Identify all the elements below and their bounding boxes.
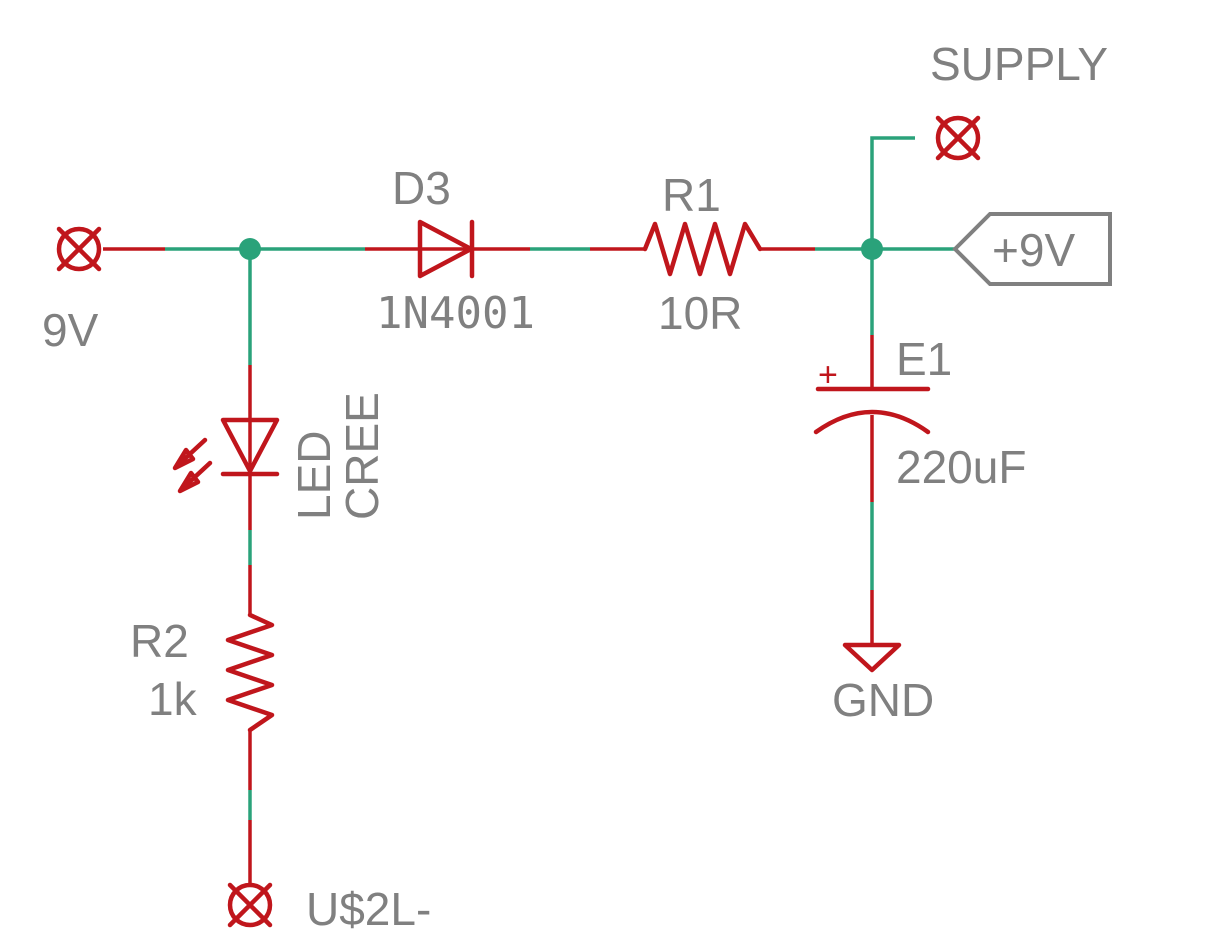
connector-led-return-label: U$2L- — [306, 883, 431, 935]
net-label-text: +9V — [992, 224, 1075, 276]
resistor-r1-value: 10R — [658, 287, 742, 339]
connector-pad-icon — [935, 115, 981, 161]
capacitor-e1: + E1 220uF — [813, 333, 1026, 502]
capacitor-polarity-mark: + — [818, 356, 838, 394]
connector-led-return: U$2L- — [227, 820, 431, 935]
resistor-zigzag-icon — [642, 221, 763, 277]
led-name: LED — [288, 431, 340, 520]
junction-dot-input — [239, 238, 261, 260]
net-label-plus-9v: +9V — [952, 212, 1112, 286]
connector-supply-label: SUPPLY — [930, 38, 1108, 90]
connector-9v: 9V — [42, 226, 165, 356]
resistor-r1: R1 10R — [590, 169, 815, 339]
diode-d3: D3 1N4001 — [365, 162, 535, 339]
connector-9v-label: 9V — [42, 304, 99, 356]
led-cree: LED CREE — [172, 365, 388, 530]
connector-supply: SUPPLY — [930, 38, 1108, 161]
wires — [165, 136, 955, 820]
ground-symbol: GND — [832, 590, 934, 726]
led-value: CREE — [336, 392, 388, 520]
diode-d3-name: D3 — [392, 162, 451, 214]
resistor-r1-name: R1 — [662, 169, 721, 221]
wire-node-to-supply — [870, 136, 915, 249]
resistor-r2-value: 1k — [148, 673, 198, 725]
led-diode-icon — [220, 417, 280, 477]
resistor-r2-name: R2 — [130, 615, 189, 667]
light-emission-arrows-icon — [172, 437, 213, 494]
capacitor-e1-name: E1 — [896, 333, 952, 385]
ground-label: GND — [832, 674, 934, 726]
resistor-r2: R2 1k — [130, 565, 275, 790]
net-label-flag-icon — [952, 212, 1112, 286]
polarized-capacitor-icon — [813, 386, 931, 435]
diode-symbol-icon — [417, 219, 475, 279]
junction-dot-output — [861, 238, 883, 260]
resistor-zigzag-icon — [225, 612, 275, 733]
diode-d3-value: 1N4001 — [376, 288, 535, 339]
capacitor-e1-value: 220uF — [896, 441, 1026, 493]
ground-triangle-icon — [842, 642, 902, 673]
connector-pad-icon — [56, 226, 102, 272]
connector-pad-icon — [227, 882, 273, 928]
